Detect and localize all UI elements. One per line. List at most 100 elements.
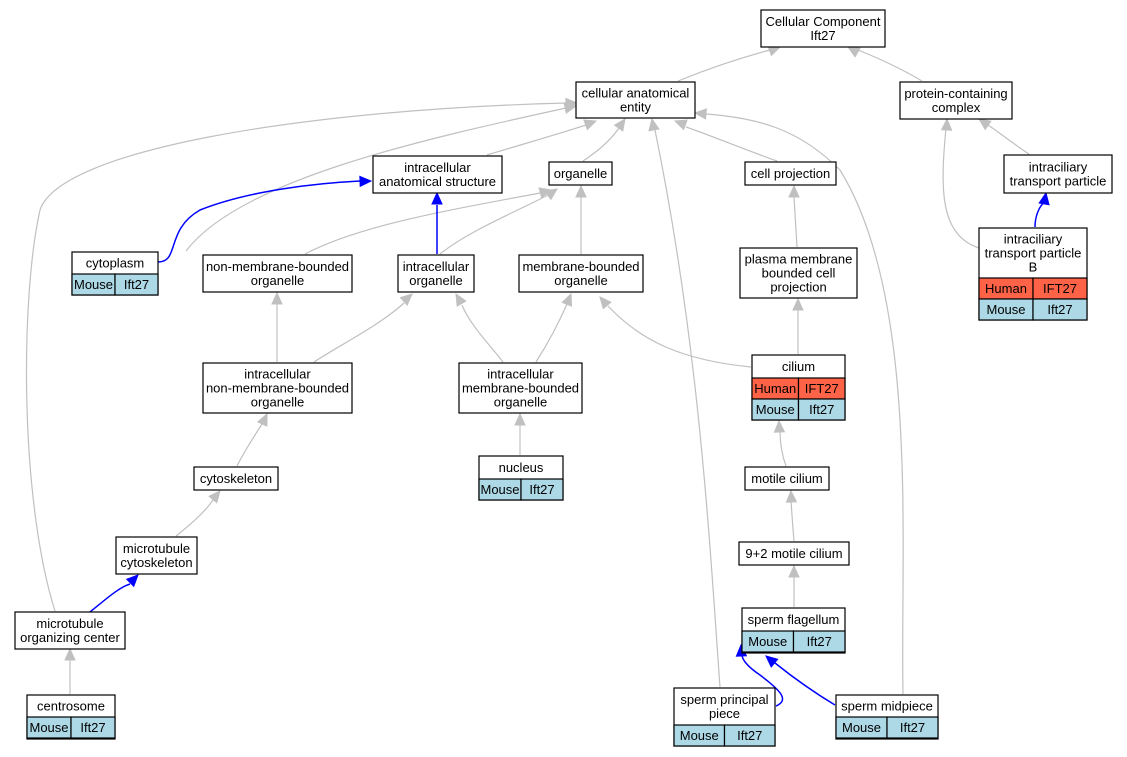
is-a-edge <box>779 430 787 467</box>
is-a-edge <box>793 196 798 248</box>
gene-label: IFT27 <box>1043 281 1077 296</box>
node-label: complex <box>932 100 981 115</box>
node-box <box>193 466 279 491</box>
arrowhead-icon <box>561 292 573 307</box>
gene-cell <box>1032 298 1088 321</box>
gene-label: IFT27 <box>805 381 839 396</box>
arrowhead-icon <box>514 412 526 426</box>
arrowhead-icon <box>846 46 861 58</box>
node-label: transport particle <box>985 246 1082 261</box>
node-box <box>548 161 613 186</box>
node-label: microtubule <box>36 616 103 631</box>
node-label: organelle <box>251 273 305 288</box>
is-a-edge <box>685 126 778 162</box>
node-cell-projection[interactable]: cell projection <box>744 161 837 186</box>
node-box <box>1003 154 1113 194</box>
arrowhead-icon <box>978 118 992 131</box>
node-label: intracellular <box>404 160 471 175</box>
node-label: transport particle <box>1010 174 1107 189</box>
node-label: intracellular <box>244 367 311 382</box>
gene-cell <box>723 724 776 747</box>
node-box <box>744 466 830 491</box>
node-cytoskeleton[interactable]: cytoskeleton <box>193 466 279 491</box>
node-nine-plus-two-motile-cilium[interactable]: 9+2 motile cilium <box>738 541 850 566</box>
node-label: bounded cell <box>762 266 836 281</box>
is-a-edge <box>535 303 568 363</box>
node-label: protein-containing <box>904 86 1007 101</box>
node-label: motile cilium <box>751 471 823 486</box>
node-intracellular-non-membrane-bounded-organelle[interactable]: intracellularnon-membrane-boundedorganel… <box>202 362 353 414</box>
node-box <box>738 541 850 566</box>
is-a-edge <box>439 194 549 255</box>
node-label: anatomical structure <box>379 174 496 189</box>
is-a-edge <box>461 304 504 363</box>
node-label: organizing center <box>20 630 120 645</box>
is-a-edge <box>987 124 1030 155</box>
species-label: Mouse <box>986 302 1025 317</box>
is-a-edge <box>857 49 923 82</box>
gene-cell <box>792 630 846 653</box>
gene-cell <box>797 398 846 421</box>
node-label: sperm flagellum <box>748 612 840 627</box>
is-a-edge <box>582 127 620 162</box>
node-box <box>518 254 644 293</box>
node-label: Ift27 <box>810 28 835 43</box>
node-label: piece <box>709 706 740 721</box>
node-box <box>372 155 503 194</box>
node-label: organelle <box>554 166 608 181</box>
species-label: Mouse <box>680 728 719 743</box>
node-label: cell projection <box>751 166 831 181</box>
node-label: intraciliary <box>1029 160 1088 175</box>
gene-label: Ift27 <box>809 402 834 417</box>
is-a-edge <box>705 113 904 695</box>
arrowhead-icon <box>431 191 443 205</box>
arrowhead-icon <box>125 574 139 588</box>
is-a-edge <box>654 129 721 688</box>
arrowhead-icon <box>773 419 786 433</box>
node-box <box>575 81 696 119</box>
gene-label: Ift27 <box>807 634 832 649</box>
node-box <box>115 536 198 575</box>
species-label: Mouse <box>756 402 795 417</box>
arrowhead-icon <box>1038 191 1050 206</box>
node-label: cytoskeleton <box>120 555 192 570</box>
node-motile-cilium[interactable]: motile cilium <box>744 466 830 491</box>
node-label: centrosome <box>37 699 105 714</box>
node-label: intracellular <box>403 259 470 274</box>
node-organelle[interactable]: organelle <box>548 161 613 186</box>
arrowhead-icon <box>565 97 579 110</box>
arrowhead-icon <box>613 118 626 132</box>
node-label: organelle <box>554 273 608 288</box>
arrowhead-icon <box>693 108 707 120</box>
node-label: organelle <box>494 395 548 410</box>
node-label: cellular anatomical <box>582 86 690 101</box>
arrowhead-icon <box>940 117 953 131</box>
is-a-edge <box>607 305 752 368</box>
node-label: B <box>1029 260 1038 275</box>
node-label: cytoplasm <box>86 256 145 271</box>
node-label: microtubule <box>123 541 190 556</box>
node-label: membrane-bounded <box>462 381 579 396</box>
